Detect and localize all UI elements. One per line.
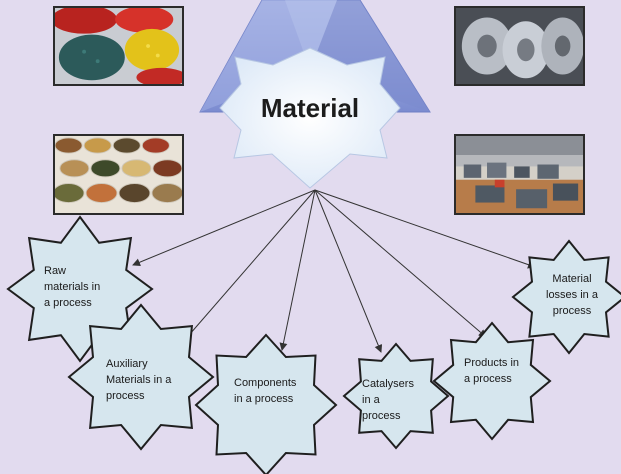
node-label-catalysers: Catalysers in a process bbox=[362, 378, 414, 422]
steel-coils-photo bbox=[454, 6, 585, 86]
node-label-components: Components in a process bbox=[234, 377, 297, 405]
warehouse-photo bbox=[454, 134, 585, 215]
node-label-products: Products in a process bbox=[464, 357, 520, 385]
connector-arrows bbox=[132, 189, 536, 353]
node-star-catalysers bbox=[342, 342, 450, 450]
node-star-components bbox=[194, 333, 338, 474]
node-label-material-losses: Material losses in a process bbox=[546, 273, 598, 317]
diagram-title: Material bbox=[260, 93, 360, 123]
node-star-products bbox=[432, 321, 552, 441]
node-label-raw: Raw materials in a process bbox=[44, 265, 101, 309]
node-label-auxiliary: Auxiliary Materials in a process bbox=[106, 358, 172, 402]
node-star-raw bbox=[6, 215, 154, 363]
title-star bbox=[219, 47, 401, 189]
node-star-material-losses bbox=[511, 239, 621, 355]
node-star-auxiliary bbox=[67, 303, 215, 451]
plastic-granules-photo bbox=[53, 6, 184, 86]
spice-bowls-photo bbox=[53, 134, 184, 215]
